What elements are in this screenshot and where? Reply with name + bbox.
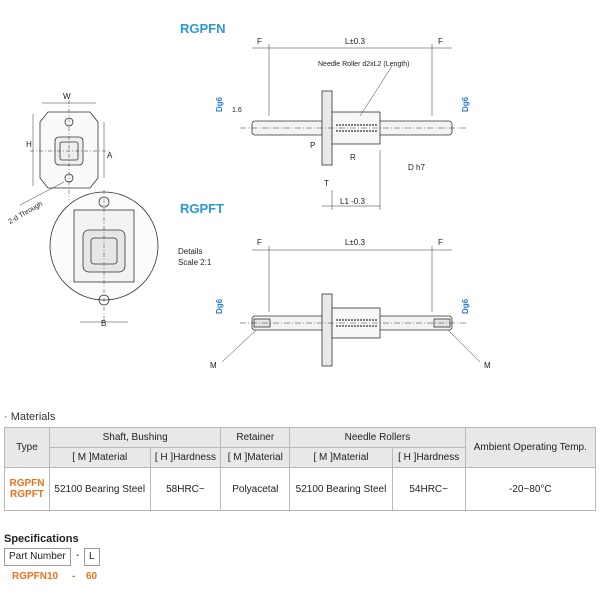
header-needle-rollers: Needle Rollers <box>289 427 466 448</box>
subheader-shaft-hardness: [ H ]Hardness <box>149 447 222 468</box>
dim-h: H <box>26 140 32 149</box>
rgpft-dim-f-right: F <box>438 238 443 247</box>
materials-table: Type Shaft, Bushing Retainer Needle Roll… <box>4 427 597 511</box>
table-row: RGPFN RGPFT 52100 Bearing Steel 58HRC~ P… <box>4 467 597 511</box>
subheader-needle-material: [ M ]Material <box>289 447 393 468</box>
rgpfn-dim-dg6-right: Dg6 <box>461 96 470 112</box>
rgpfn-side-view <box>240 44 466 210</box>
cell-needle-hardness: 54HRC~ <box>391 467 466 511</box>
header-ambient-temp: Ambient Operating Temp. <box>464 427 597 468</box>
type-rgpfn: RGPFN <box>9 478 45 489</box>
detail-view <box>49 190 159 323</box>
rgpft-dim-m-left: M <box>210 361 217 370</box>
specifications-title: Specifications <box>4 533 79 545</box>
cell-type: RGPFN RGPFT <box>4 467 50 511</box>
example-part-number: RGPFN10 <box>12 571 59 582</box>
rgpft-dim-l: L±0.3 <box>345 238 366 247</box>
needle-roller-note: Needle Roller d2xL2 (Length) <box>318 61 409 68</box>
details-label: Details <box>178 247 202 256</box>
rgpft-dim-m-right: M <box>484 361 491 370</box>
rgpfn-dim-t: T <box>324 179 329 188</box>
example-l-value: 60 <box>86 571 98 582</box>
part-number-dash: - <box>76 550 80 561</box>
through-hole-note: 2-d Through <box>8 201 45 226</box>
rgpft-dim-dg6-right: Dg6 <box>461 298 470 314</box>
rgpfn-dim-d: D h7 <box>408 163 425 172</box>
rgpfn-dim-p: P <box>310 141 315 150</box>
subheader-retainer-material: [ M ]Material <box>220 447 291 468</box>
dim-a: A <box>107 151 113 160</box>
rgpft-dim-dg6-left: Dg6 <box>215 298 224 314</box>
rgpft-dim-f-left: F <box>257 238 262 247</box>
part-number-box: Part Number <box>4 548 71 566</box>
l-box: L <box>84 548 100 566</box>
technical-drawing: W H A 2-d Through B Details Scale 2:1 RG… <box>8 21 492 370</box>
rgpfn-dim-f-left: F <box>257 37 262 46</box>
header-retainer: Retainer <box>220 427 291 448</box>
header-type: Type <box>4 427 50 468</box>
rgpfn-title: RGPFN <box>180 21 226 36</box>
dim-b: B <box>101 319 106 328</box>
dim-w: W <box>63 92 71 101</box>
cell-ambient-temp: -20~80°C <box>464 467 597 511</box>
subheader-needle-hardness: [ H ]Hardness <box>391 447 466 468</box>
rgpfn-dim-r: R <box>350 153 356 162</box>
roughness-mark: 1.6 <box>232 107 242 114</box>
rgpft-title: RGPFT <box>180 201 224 216</box>
example-dash: - <box>72 571 76 582</box>
cell-shaft-hardness: 58HRC~ <box>149 467 222 511</box>
rgpfn-dim-l1: L1 -0.3 <box>340 197 365 206</box>
materials-title: · Materials <box>4 411 56 423</box>
type-rgpft: RGPFT <box>10 489 44 500</box>
rgpfn-dim-f-right: F <box>438 37 443 46</box>
subheader-shaft-material: [ M ]Material <box>48 447 151 468</box>
scale-label: Scale 2:1 <box>178 258 212 267</box>
cell-shaft-material: 52100 Bearing Steel <box>48 467 151 511</box>
rgpfn-dim-l: L±0.3 <box>345 37 366 46</box>
header-shaft-bushing: Shaft, Bushing <box>48 427 222 448</box>
cell-needle-material: 52100 Bearing Steel <box>289 467 393 511</box>
rgpfn-dim-dg6-left: Dg6 <box>215 96 224 112</box>
rgpft-side-view <box>221 246 481 367</box>
flange-front-view <box>19 100 110 206</box>
cell-retainer-material: Polyacetal <box>220 467 291 511</box>
